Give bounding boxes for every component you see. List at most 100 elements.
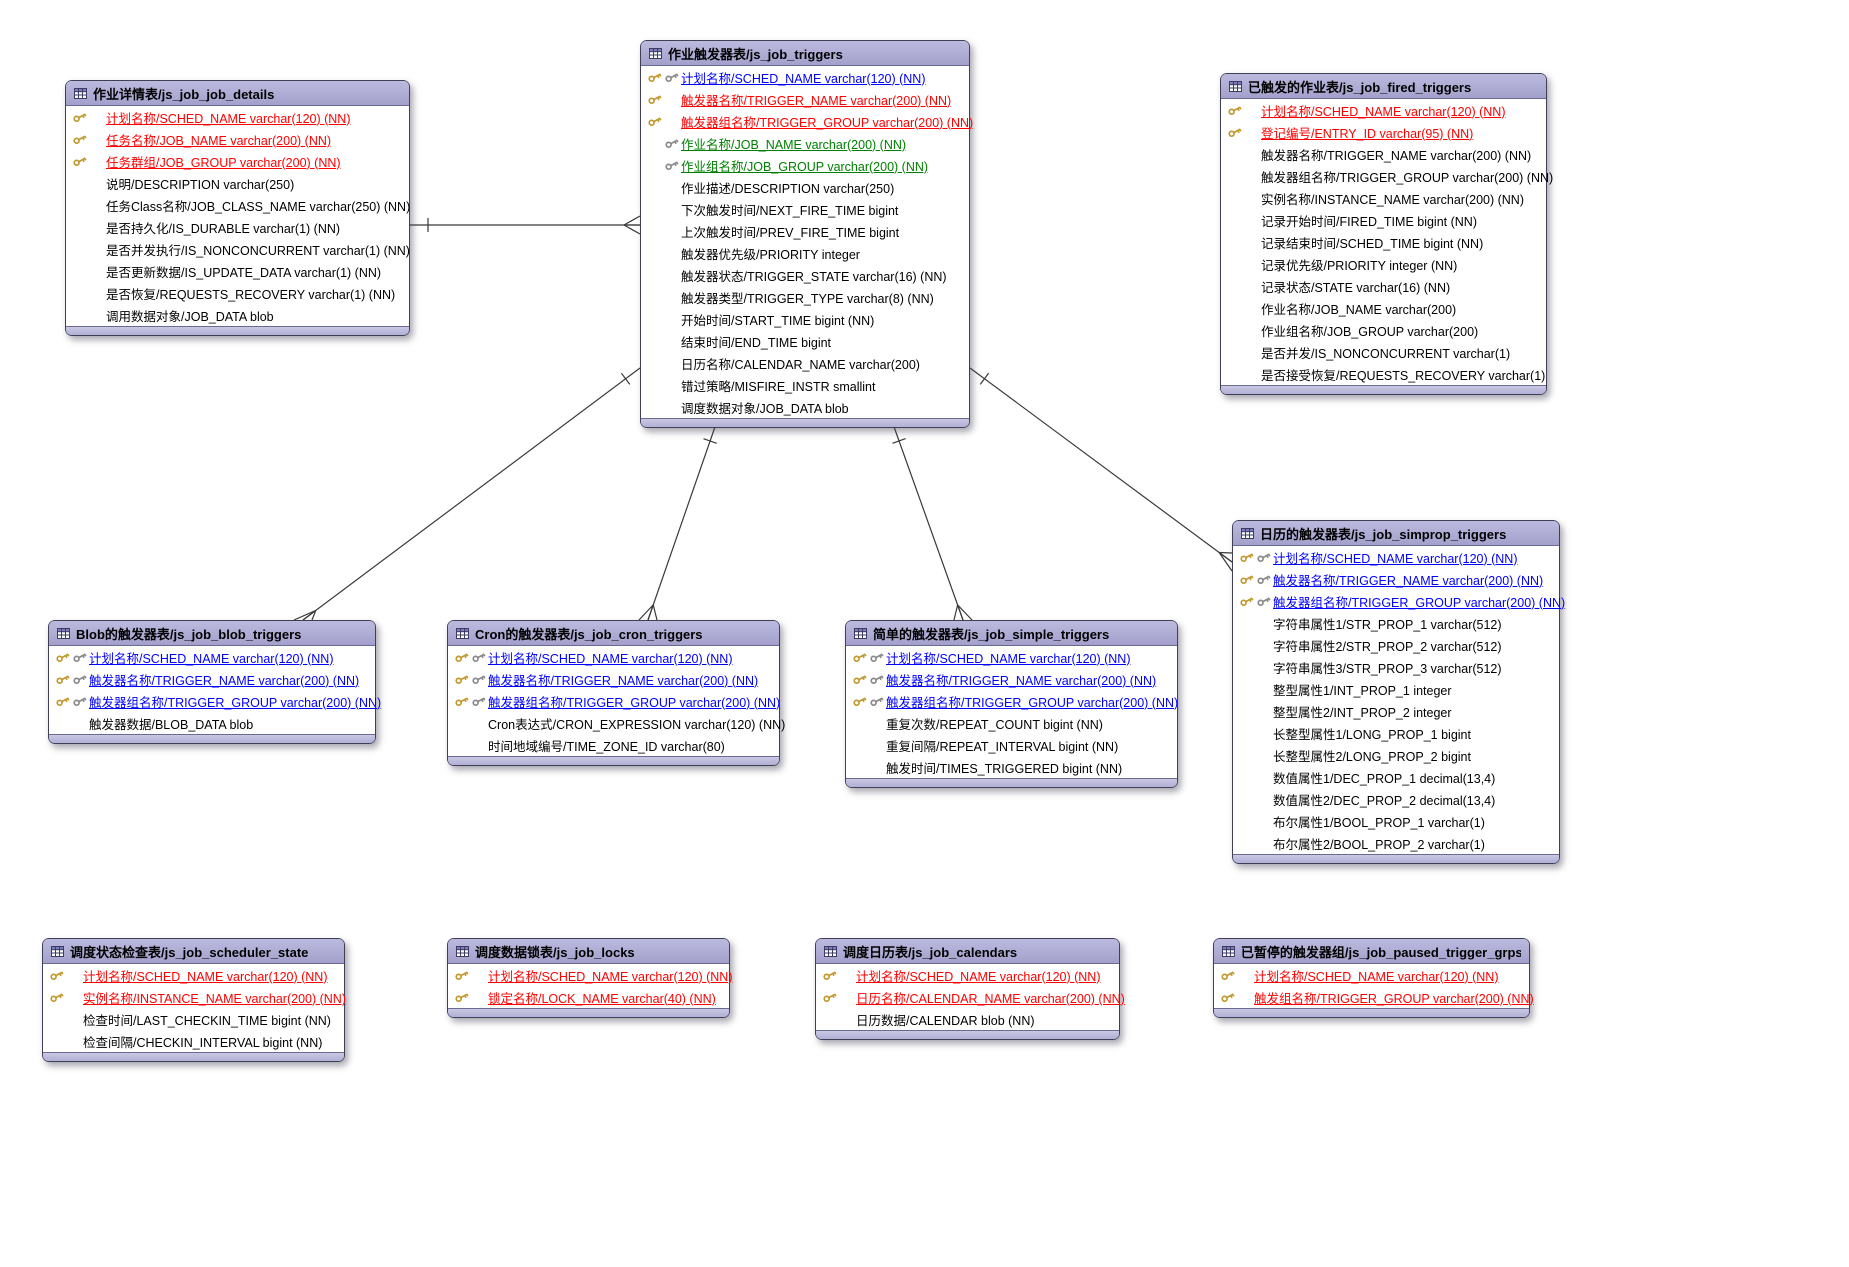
column-row[interactable]: 触发器状态/TRIGGER_STATE varchar(16) (NN) (641, 264, 969, 286)
column-row[interactable]: 计划名称/SCHED_NAME varchar(120) (NN) (43, 964, 344, 986)
column-row[interactable]: 触发器名称/TRIGGER_NAME varchar(200) (NN) (641, 88, 969, 110)
table-header[interactable]: Cron的触发器表/js_job_cron_triggers (448, 621, 779, 646)
column-row[interactable]: 锁定名称/LOCK_NAME varchar(40) (NN) (448, 986, 729, 1008)
column-row[interactable]: 重复次数/REPEAT_COUNT bigint (NN) (846, 712, 1177, 734)
column-row[interactable]: 数值属性2/DEC_PROP_2 decimal(13,4) (1233, 788, 1559, 810)
column-row[interactable]: 触发组名称/TRIGGER_GROUP varchar(200) (NN) (1214, 986, 1534, 1008)
column-row[interactable]: 是否并发/IS_NONCONCURRENT varchar(1) (1221, 341, 1546, 363)
table-header[interactable]: 简单的触发器表/js_job_simple_triggers (846, 621, 1177, 646)
table-header[interactable]: 日历的触发器表/js_job_simprop_triggers (1233, 521, 1559, 546)
column-row[interactable]: 触发器名称/TRIGGER_NAME varchar(200) (NN) (1233, 568, 1559, 590)
table-header[interactable]: 已暂停的触发器组/js_job_paused_trigger_grps (1214, 939, 1529, 964)
column-row[interactable]: 触发器组名称/TRIGGER_GROUP varchar(200) (NN) (1233, 590, 1565, 612)
column-row[interactable]: 触发器组名称/TRIGGER_GROUP varchar(200) (NN) (846, 690, 1178, 712)
column-row[interactable]: 长整型属性2/LONG_PROP_2 bigint (1233, 744, 1559, 766)
column-row[interactable]: 是否更新数据/IS_UPDATE_DATA varchar(1) (NN) (66, 260, 409, 282)
column-row[interactable]: 长整型属性1/LONG_PROP_1 bigint (1233, 722, 1559, 744)
column-row[interactable]: 布尔属性2/BOOL_PROP_2 varchar(1) (1233, 832, 1559, 854)
column-row[interactable]: 任务名称/JOB_NAME varchar(200) (NN) (66, 128, 409, 150)
column-row[interactable]: 结束时间/END_TIME bigint (641, 330, 969, 352)
column-row[interactable]: 计划名称/SCHED_NAME varchar(120) (NN) (448, 964, 732, 986)
column-row[interactable]: 计划名称/SCHED_NAME varchar(120) (NN) (448, 646, 779, 668)
column-row[interactable]: 实例名称/INSTANCE_NAME varchar(200) (NN) (1221, 187, 1546, 209)
column-row[interactable]: 计划名称/SCHED_NAME varchar(120) (NN) (1214, 964, 1529, 986)
column-row[interactable]: 触发器优先级/PRIORITY integer (641, 242, 969, 264)
table-header[interactable]: 已触发的作业表/js_job_fired_triggers (1221, 74, 1546, 99)
column-row[interactable]: 触发器组名称/TRIGGER_GROUP varchar(200) (NN) (448, 690, 780, 712)
column-row[interactable]: 布尔属性1/BOOL_PROP_1 varchar(1) (1233, 810, 1559, 832)
column-row[interactable]: 整型属性2/INT_PROP_2 integer (1233, 700, 1559, 722)
column-row[interactable]: 说明/DESCRIPTION varchar(250) (66, 172, 409, 194)
column-row[interactable]: 下次触发时间/NEXT_FIRE_TIME bigint (641, 198, 969, 220)
column-row[interactable]: 计划名称/SCHED_NAME varchar(120) (NN) (66, 106, 409, 128)
column-row[interactable]: 是否接受恢复/REQUESTS_RECOVERY varchar(1) (1221, 363, 1546, 385)
table-header[interactable]: 调度数据锁表/js_job_locks (448, 939, 729, 964)
column-row[interactable]: Cron表达式/CRON_EXPRESSION varchar(120) (NN… (448, 712, 785, 734)
column-row[interactable]: 字符串属性1/STR_PROP_1 varchar(512) (1233, 612, 1559, 634)
column-row[interactable]: 整型属性1/INT_PROP_1 integer (1233, 678, 1559, 700)
column-row[interactable]: 调用数据对象/JOB_DATA blob (66, 304, 409, 326)
column-row[interactable]: 上次触发时间/PREV_FIRE_TIME bigint (641, 220, 969, 242)
column-row[interactable]: 触发器名称/TRIGGER_NAME varchar(200) (NN) (846, 668, 1177, 690)
column-row[interactable]: 日历名称/CALENDAR_NAME varchar(200) (641, 352, 969, 374)
column-row[interactable]: 是否持久化/IS_DURABLE varchar(1) (NN) (66, 216, 409, 238)
column-row[interactable]: 计划名称/SCHED_NAME varchar(120) (NN) (641, 66, 969, 88)
column-row[interactable]: 记录开始时间/FIRED_TIME bigint (NN) (1221, 209, 1546, 231)
column-row[interactable]: 任务Class名称/JOB_CLASS_NAME varchar(250) (N… (66, 194, 410, 216)
column-row[interactable]: 触发器名称/TRIGGER_NAME varchar(200) (NN) (1221, 143, 1546, 165)
column-row[interactable]: 字符串属性3/STR_PROP_3 varchar(512) (1233, 656, 1559, 678)
column-row[interactable]: 触发器组名称/TRIGGER_GROUP varchar(200) (NN) (49, 690, 381, 712)
table-header[interactable]: 调度日历表/js_job_calendars (816, 939, 1119, 964)
column-row[interactable]: 时间地域编号/TIME_ZONE_ID varchar(80) (448, 734, 779, 756)
table-header[interactable]: Blob的触发器表/js_job_blob_triggers (49, 621, 375, 646)
column-row[interactable]: 作业描述/DESCRIPTION varchar(250) (641, 176, 969, 198)
column-row[interactable]: 计划名称/SCHED_NAME varchar(120) (NN) (816, 964, 1119, 986)
column-row[interactable]: 作业组名称/JOB_GROUP varchar(200) (NN) (641, 154, 969, 176)
column-row[interactable]: 计划名称/SCHED_NAME varchar(120) (NN) (49, 646, 375, 668)
relation-js_job_triggers-js_job_simprop_triggers[interactable] (969, 367, 1233, 572)
column-row[interactable]: 日历名称/CALENDAR_NAME varchar(200) (NN) (816, 986, 1125, 1008)
column-row[interactable]: 触发器组名称/TRIGGER_GROUP varchar(200) (NN) (641, 110, 973, 132)
column-row[interactable]: 作业名称/JOB_NAME varchar(200) (1221, 297, 1546, 319)
column-row[interactable]: 记录结束时间/SCHED_TIME bigint (NN) (1221, 231, 1546, 253)
column-row[interactable]: 触发器类型/TRIGGER_TYPE varchar(8) (NN) (641, 286, 969, 308)
column-row[interactable]: 计划名称/SCHED_NAME varchar(120) (NN) (1221, 99, 1546, 121)
column-row[interactable]: 计划名称/SCHED_NAME varchar(120) (NN) (846, 646, 1177, 668)
column-row[interactable]: 触发时间/TIMES_TRIGGERED bigint (NN) (846, 756, 1177, 778)
column-row[interactable]: 触发器数据/BLOB_DATA blob (49, 712, 375, 734)
column-row[interactable]: 是否恢复/REQUESTS_RECOVERY varchar(1) (NN) (66, 282, 409, 304)
column-row[interactable]: 开始时间/START_TIME bigint (NN) (641, 308, 969, 330)
column-row[interactable]: 数值属性1/DEC_PROP_1 decimal(13,4) (1233, 766, 1559, 788)
column-row[interactable]: 计划名称/SCHED_NAME varchar(120) (NN) (1233, 546, 1559, 568)
column-row[interactable]: 触发器名称/TRIGGER_NAME varchar(200) (NN) (49, 668, 375, 690)
relation-js_job_triggers-js_job_cron_triggers[interactable] (638, 423, 717, 621)
column-row[interactable]: 记录优先级/PRIORITY integer (NN) (1221, 253, 1546, 275)
column-row[interactable]: 实例名称/INSTANCE_NAME varchar(200) (NN) (43, 986, 346, 1008)
column-row[interactable]: 作业名称/JOB_NAME varchar(200) (NN) (641, 132, 969, 154)
column-row[interactable]: 检查时间/LAST_CHECKIN_TIME bigint (NN) (43, 1008, 344, 1030)
table-header[interactable]: 作业触发器表/js_job_triggers (641, 41, 969, 66)
column-row[interactable]: 调度数据对象/JOB_DATA blob (641, 396, 969, 418)
table-header[interactable]: 作业详情表/js_job_job_details (66, 81, 409, 106)
column-row[interactable]: 字符串属性2/STR_PROP_2 varchar(512) (1233, 634, 1559, 656)
column-row[interactable]: 作业组名称/JOB_GROUP varchar(200) (1221, 319, 1546, 341)
relation-js_job_triggers-js_job_blob_triggers[interactable] (293, 367, 641, 621)
column-row[interactable]: 重复间隔/REPEAT_INTERVAL bigint (NN) (846, 734, 1177, 756)
column-row[interactable]: 触发器名称/TRIGGER_NAME varchar(200) (NN) (448, 668, 779, 690)
column-row[interactable]: 错过策略/MISFIRE_INSTR smallint (641, 374, 969, 396)
column-row[interactable]: 日历数据/CALENDAR blob (NN) (816, 1008, 1119, 1030)
column-row[interactable]: 任务群组/JOB_GROUP varchar(200) (NN) (66, 150, 409, 172)
column-row[interactable]: 检查间隔/CHECKIN_INTERVAL bigint (NN) (43, 1030, 344, 1052)
table-header[interactable]: 调度状态检查表/js_job_scheduler_state (43, 939, 344, 964)
